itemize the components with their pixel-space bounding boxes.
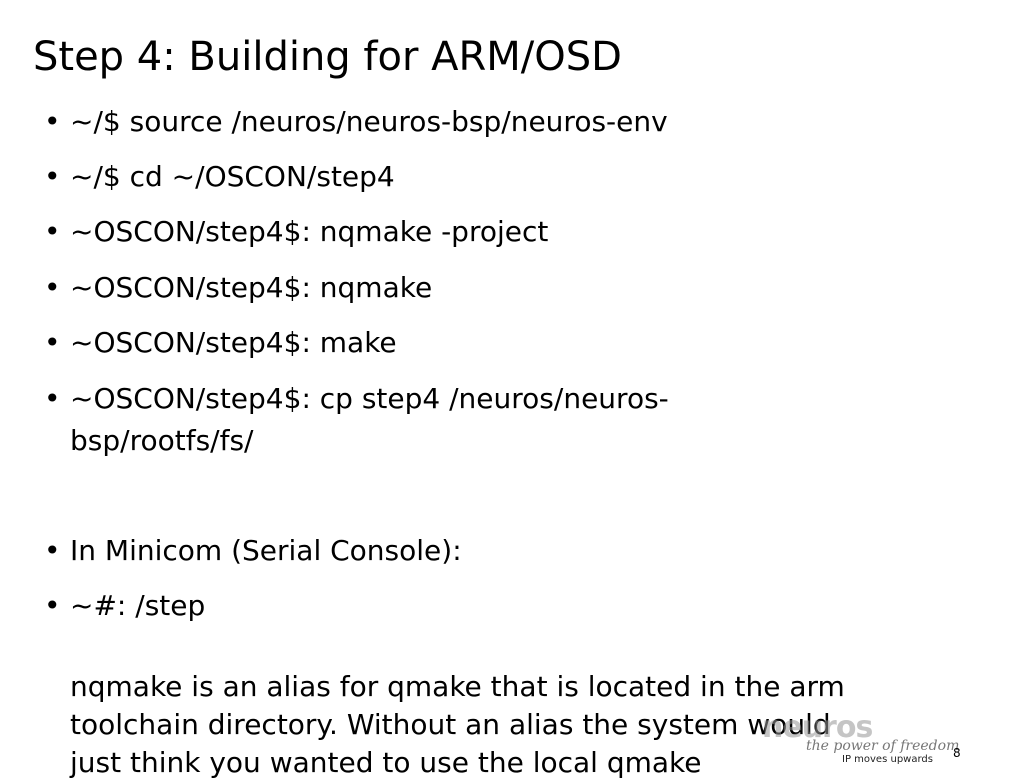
bullet-dot: • (44, 326, 61, 359)
page-number: 8 (953, 746, 961, 760)
speaker-note: nqmake is an alias for qmake that is loc… (70, 668, 845, 782)
logo-subtagline: IP moves upwards (842, 754, 933, 765)
note-line: just think you wanted to use the local q… (70, 746, 702, 779)
bullet-text: ~OSCON/step4$: make (70, 326, 397, 359)
bullet-text: ~#: /step (70, 589, 206, 622)
bullet-dot: • (44, 160, 61, 193)
bullet-dot: • (44, 215, 61, 248)
neuros-logo: neuros the power of freedom IP moves upw… (762, 710, 959, 768)
note-line: toolchain directory. Without an alias th… (70, 708, 831, 741)
slide-title: Step 4: Building for ARM/OSD (33, 34, 622, 80)
bullet-dot: • (44, 105, 61, 138)
bullet-dot: • (44, 382, 61, 415)
note-line: nqmake is an alias for qmake that is loc… (70, 670, 845, 703)
bullet-text: bsp/rootfs/fs/ (70, 424, 254, 457)
bullet-dot: • (44, 271, 61, 304)
bullet-text: ~OSCON/step4$: nqmake (70, 271, 433, 304)
bullet-text: ~/$ cd ~/OSCON/step4 (70, 160, 395, 193)
bullet-text: In Minicom (Serial Console): (70, 534, 462, 567)
bullet-text: ~/$ source /neuros/neuros-bsp/neuros-env (70, 105, 668, 138)
bullet-dot: • (44, 534, 61, 567)
logo-tagline: the power of freedom (806, 738, 960, 754)
bullet-dot: • (44, 589, 61, 622)
logo-wordmark: neuros (762, 710, 873, 745)
bullet-text: ~OSCON/step4$: cp step4 /neuros/neuros- (70, 382, 669, 415)
bullet-text: ~OSCON/step4$: nqmake -project (70, 215, 549, 248)
